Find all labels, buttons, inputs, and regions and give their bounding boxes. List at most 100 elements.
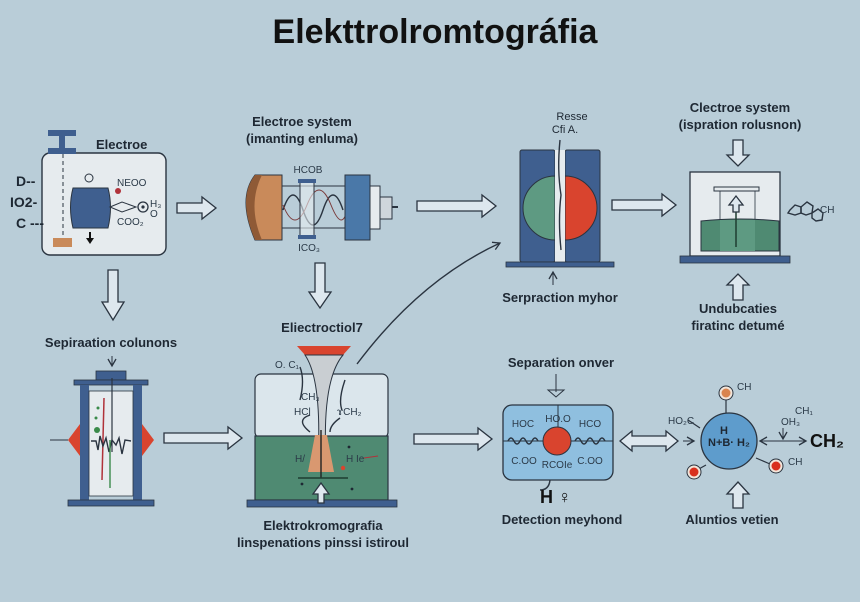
- chem-hoc: HOC: [512, 419, 534, 430]
- particle-3: [94, 427, 100, 433]
- red-sample-icon: [542, 426, 572, 456]
- annot-resse: Resse: [556, 111, 587, 123]
- spring-left: [507, 437, 539, 445]
- red-pointer: [363, 455, 379, 459]
- atom-bottom-right-icon: [771, 461, 781, 471]
- lead-1: [299, 366, 304, 401]
- clamp-top: [298, 179, 316, 183]
- electroctiol-caption-1: Elektrokromografia: [263, 518, 383, 533]
- molecule-ch-label: CH: [820, 205, 834, 216]
- separation-columns-label: Sepiraation colunons: [45, 335, 177, 350]
- separation-over-stage: Separation onver HOC HO.O HCO C.OO RCOIe…: [502, 355, 623, 527]
- green-band: [522, 175, 556, 241]
- coil-2: [282, 189, 349, 221]
- annot-oh3: OH₃: [781, 417, 800, 428]
- chem-hco: HCO: [579, 419, 601, 430]
- right-electrode-icon: [142, 424, 154, 456]
- electrode-cell: [70, 187, 111, 229]
- flow-arrow-into-stage4: [725, 139, 751, 167]
- column-right-post: [133, 385, 142, 500]
- flow-arrow-1-2: [176, 195, 218, 221]
- side-label-d: D--: [16, 173, 36, 189]
- ring-molecule-icon: [786, 201, 824, 222]
- bond-bottom-right: [755, 457, 771, 465]
- flow-arrow-1-columns: [100, 269, 126, 322]
- spring-right: [574, 437, 606, 445]
- lead-2: [301, 414, 311, 433]
- product-ch2: CH₂: [810, 431, 844, 451]
- chem-coo-right: C.OO: [577, 456, 603, 467]
- electrode-plate: [53, 238, 72, 247]
- stage4-inner-liquid: [720, 220, 755, 251]
- flow-arrow-2-down: [307, 262, 333, 310]
- side-label-c: C ---: [16, 215, 44, 231]
- chem-ico3: ICO₃: [298, 243, 320, 254]
- funnel-top-icon: [297, 346, 351, 355]
- chem-h: H/: [295, 454, 305, 465]
- chem-ch3: CH₃: [301, 392, 320, 403]
- endcap-shadow: [246, 175, 262, 240]
- flow-arrow-up-stage4: [725, 273, 751, 301]
- stage4-base: [679, 255, 791, 264]
- flow-arrow-2-3: [416, 193, 498, 219]
- chem-neoo: NEOO: [117, 178, 147, 189]
- electrode-cap-bottom: [48, 148, 76, 154]
- atom-bottom-left-icon: [689, 467, 699, 477]
- molecule-stage: H N+B· H₂ HO₂C CH CH CH₁ OH₃ CH₂ Aluntio…: [668, 382, 844, 527]
- electrode-stem: [59, 136, 65, 150]
- stage4-title: Clectroe system: [690, 100, 790, 115]
- annot-ch1: CH₁: [795, 406, 813, 417]
- stage4-caption-1: Undubcaties: [699, 301, 777, 316]
- electrode-system-title: Electroe system: [252, 114, 352, 129]
- stage4-caption-2: firatinc detumé: [691, 318, 784, 333]
- blue-block: [344, 174, 371, 241]
- chem-hcob: HCOB: [294, 165, 323, 176]
- separation-over-label: Separation onver: [508, 355, 614, 370]
- stage4-lid: [713, 186, 760, 192]
- electroctiol-caption-2: linspenations pinssi istiroul: [237, 535, 409, 550]
- stage4-subtitle: (ispration rolusnon): [679, 117, 802, 132]
- chem-hie: H Ie: [346, 454, 365, 465]
- diagram-title: Elekttrolromtográfia: [273, 13, 599, 51]
- separation-method-stage: Resse Cfi A. Serpraction myhor: [502, 111, 618, 305]
- electroctiol-label: Eliectroctiol7: [281, 320, 363, 335]
- molecule-h: H: [720, 425, 728, 437]
- chem-coo-left: C.OO: [511, 456, 537, 467]
- double-flow-arrow: [618, 429, 680, 453]
- particle-1: [96, 406, 100, 410]
- separation-method-label: Serpraction myhor: [502, 290, 618, 305]
- tube-clamp: [299, 180, 315, 238]
- electrode-stage: Electroe NEOO COO₂ H₃ O D-- IO2- C ---: [10, 130, 167, 256]
- red-dot: [340, 465, 346, 471]
- electrode-label: Electroe: [96, 137, 147, 152]
- curved-arrow-guide: [357, 243, 500, 364]
- annot-cfi: Cfi A.: [552, 124, 578, 136]
- bath-up-arrow: [311, 481, 331, 504]
- particle-2: [94, 416, 98, 420]
- electroctiol-stage: Eliectroctiol7 O. C₁ CH₃ HCl ɤCH₂ H/ H I…: [237, 320, 409, 550]
- clamp-bottom: [298, 235, 316, 239]
- curved-flow-arrow: [356, 241, 502, 365]
- chromatogram-trace: [91, 435, 132, 455]
- column-base: [67, 499, 155, 507]
- chem-ch2: ɤCH₂: [337, 407, 362, 418]
- chem-hcl: HCl: [294, 407, 311, 418]
- left-electrode-icon: [68, 424, 80, 456]
- lead-3: [339, 379, 346, 411]
- column-top-cap: [95, 370, 127, 381]
- column-left-post: [80, 385, 89, 500]
- dot-2: [350, 487, 354, 491]
- molecule-core: [700, 412, 758, 470]
- chem-hoo: HO.O: [545, 414, 571, 425]
- bond-left: [687, 419, 701, 429]
- atom-top-icon: [721, 388, 731, 398]
- detection-method-label: Detection meyhond: [502, 512, 623, 527]
- electrode-terminal-icon: [84, 173, 94, 183]
- column-top-plate: [73, 379, 149, 386]
- channel-line: [558, 139, 562, 251]
- molecule-ch-top: CH: [737, 382, 751, 393]
- column-red-trace: [101, 397, 105, 481]
- lead-4: [329, 417, 341, 433]
